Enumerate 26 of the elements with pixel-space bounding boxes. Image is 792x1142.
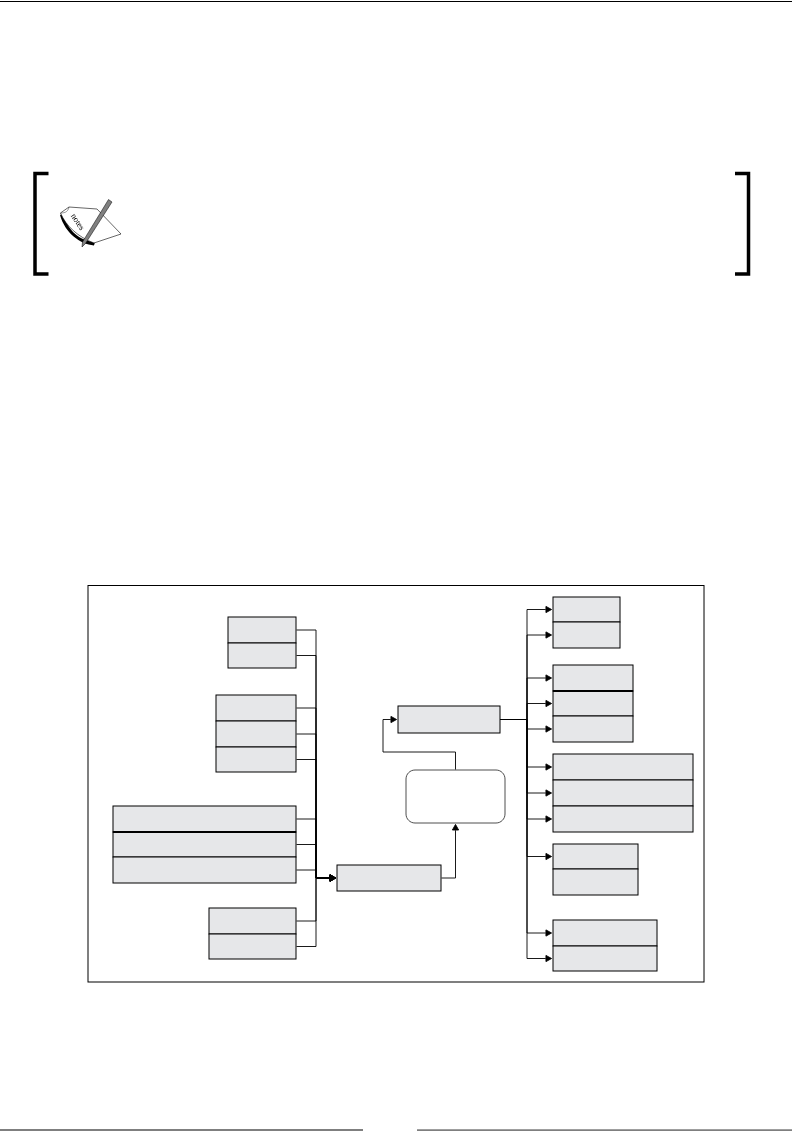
empty-box (552, 868, 639, 896)
empty-box (397, 705, 501, 734)
empty-box (215, 720, 297, 748)
empty-box (552, 715, 634, 743)
empty-box (552, 919, 658, 947)
empty-box (208, 907, 297, 935)
empty-box (552, 779, 694, 807)
empty-box (552, 596, 621, 623)
empty-box (112, 805, 297, 833)
empty-box (215, 746, 297, 773)
empty-box (552, 621, 621, 649)
empty-box (552, 753, 694, 781)
connector-arrow (441, 823, 460, 879)
empty-box (208, 933, 297, 960)
empty-box (227, 616, 297, 644)
empty-box (552, 843, 639, 870)
empty-box (336, 864, 442, 892)
empty-box (552, 664, 634, 692)
empty-box (215, 694, 297, 722)
empty-box (112, 856, 297, 884)
connector-arrow (382, 715, 456, 770)
empty-box (552, 805, 694, 833)
empty-box (227, 642, 297, 669)
connector-arrow (296, 874, 336, 947)
empty-box (552, 945, 658, 972)
rounded-box (405, 769, 506, 824)
